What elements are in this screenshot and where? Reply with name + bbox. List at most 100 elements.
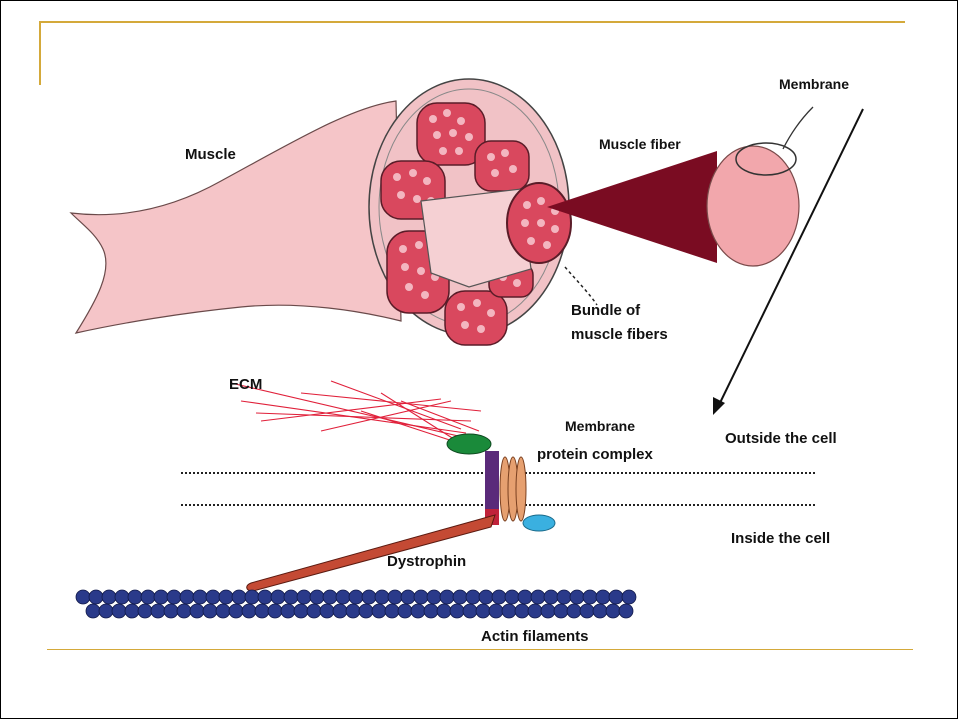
actin-bead	[567, 604, 581, 618]
label-membrane: Membrane	[779, 76, 849, 92]
actin-bead	[453, 590, 467, 604]
actin-bead	[476, 604, 490, 618]
actin-bead	[216, 604, 230, 618]
actin-bead	[606, 604, 620, 618]
actin-bead	[206, 590, 220, 604]
actin-bead	[180, 590, 194, 604]
actin-bead	[336, 590, 350, 604]
actin-bead	[427, 590, 441, 604]
actin-bead	[570, 590, 584, 604]
bundle-pointer	[565, 267, 597, 305]
actin-bead	[271, 590, 285, 604]
actin-bead	[232, 590, 246, 604]
actin-bead	[138, 604, 152, 618]
actin-bead	[414, 590, 428, 604]
actin-bead	[440, 590, 454, 604]
actin-bead	[609, 590, 623, 604]
actin-bead	[479, 590, 493, 604]
actin-bead	[372, 604, 386, 618]
actin-filaments	[76, 590, 636, 618]
actin-bead	[492, 590, 506, 604]
label-inside-cell: Inside the cell	[731, 530, 830, 547]
label-bundle-line1: Bundle of	[571, 302, 641, 319]
actin-bead	[190, 604, 204, 618]
actin-bead	[284, 590, 298, 604]
actin-bead	[580, 604, 594, 618]
actin-bead	[115, 590, 129, 604]
actin-bead	[450, 604, 464, 618]
actin-bead	[544, 590, 558, 604]
actin-bead	[489, 604, 503, 618]
actin-bead	[258, 590, 272, 604]
actin-bead	[362, 590, 376, 604]
actin-bead	[177, 604, 191, 618]
actin-bead	[242, 604, 256, 618]
label-actin: Actin filaments	[481, 628, 589, 645]
actin-bead	[424, 604, 438, 618]
actin-bead	[167, 590, 181, 604]
actin-bead	[505, 590, 519, 604]
actin-bead	[128, 590, 142, 604]
actin-bead	[359, 604, 373, 618]
actin-bead	[154, 590, 168, 604]
actin-bead	[557, 590, 571, 604]
zoom-arrow-head	[713, 397, 725, 415]
actin-bead	[333, 604, 347, 618]
label-ecm: ECM	[229, 376, 262, 393]
actin-bead	[437, 604, 451, 618]
actin-bead	[268, 604, 282, 618]
label-muscle-fiber: Muscle fiber	[599, 136, 681, 152]
actin-bead	[141, 590, 155, 604]
actin-bead	[89, 590, 103, 604]
actin-bead	[102, 590, 116, 604]
label-outside-cell: Outside the cell	[725, 430, 837, 447]
actin-bead	[398, 604, 412, 618]
label-complex-line2: protein complex	[537, 446, 654, 463]
actin-bead	[554, 604, 568, 618]
actin-bead	[125, 604, 139, 618]
actin-bead	[515, 604, 529, 618]
zoom-cone	[547, 151, 717, 263]
actin-bead	[229, 604, 243, 618]
actin-bead	[596, 590, 610, 604]
actin-bead	[388, 590, 402, 604]
actin-bead	[310, 590, 324, 604]
actin-bead	[76, 590, 90, 604]
actin-bead	[411, 604, 425, 618]
actin-bead	[112, 604, 126, 618]
actin-bead	[151, 604, 165, 618]
actin-bead	[385, 604, 399, 618]
actin-bead	[619, 604, 633, 618]
label-dystrophin: Dystrophin	[387, 553, 466, 570]
actin-bead	[297, 590, 311, 604]
actin-bead	[349, 590, 363, 604]
actin-bead	[281, 604, 295, 618]
actin-bead	[463, 604, 477, 618]
label-bundle-line2: muscle fibers	[571, 326, 668, 343]
actin-bead	[466, 590, 480, 604]
cross-section	[369, 79, 571, 345]
actin-bead	[518, 590, 532, 604]
actin-bead	[294, 604, 308, 618]
actin-bead	[531, 590, 545, 604]
actin-bead	[541, 604, 555, 618]
actin-bead	[203, 604, 217, 618]
actin-bead	[323, 590, 337, 604]
actin-bead	[622, 590, 636, 604]
muscle-fiber-circle	[707, 146, 799, 266]
actin-bead	[86, 604, 100, 618]
actin-bead	[375, 590, 389, 604]
actin-bead	[528, 604, 542, 618]
ecm-fibers	[231, 381, 481, 447]
actin-bead	[346, 604, 360, 618]
highlighted-fascicle	[507, 183, 571, 263]
actin-bead	[401, 590, 415, 604]
actin-bead	[164, 604, 178, 618]
actin-bead	[193, 590, 207, 604]
actin-bead	[583, 590, 597, 604]
actin-bead	[219, 590, 233, 604]
actin-bead	[307, 604, 321, 618]
label-complex-line1: Membrane	[565, 418, 635, 434]
